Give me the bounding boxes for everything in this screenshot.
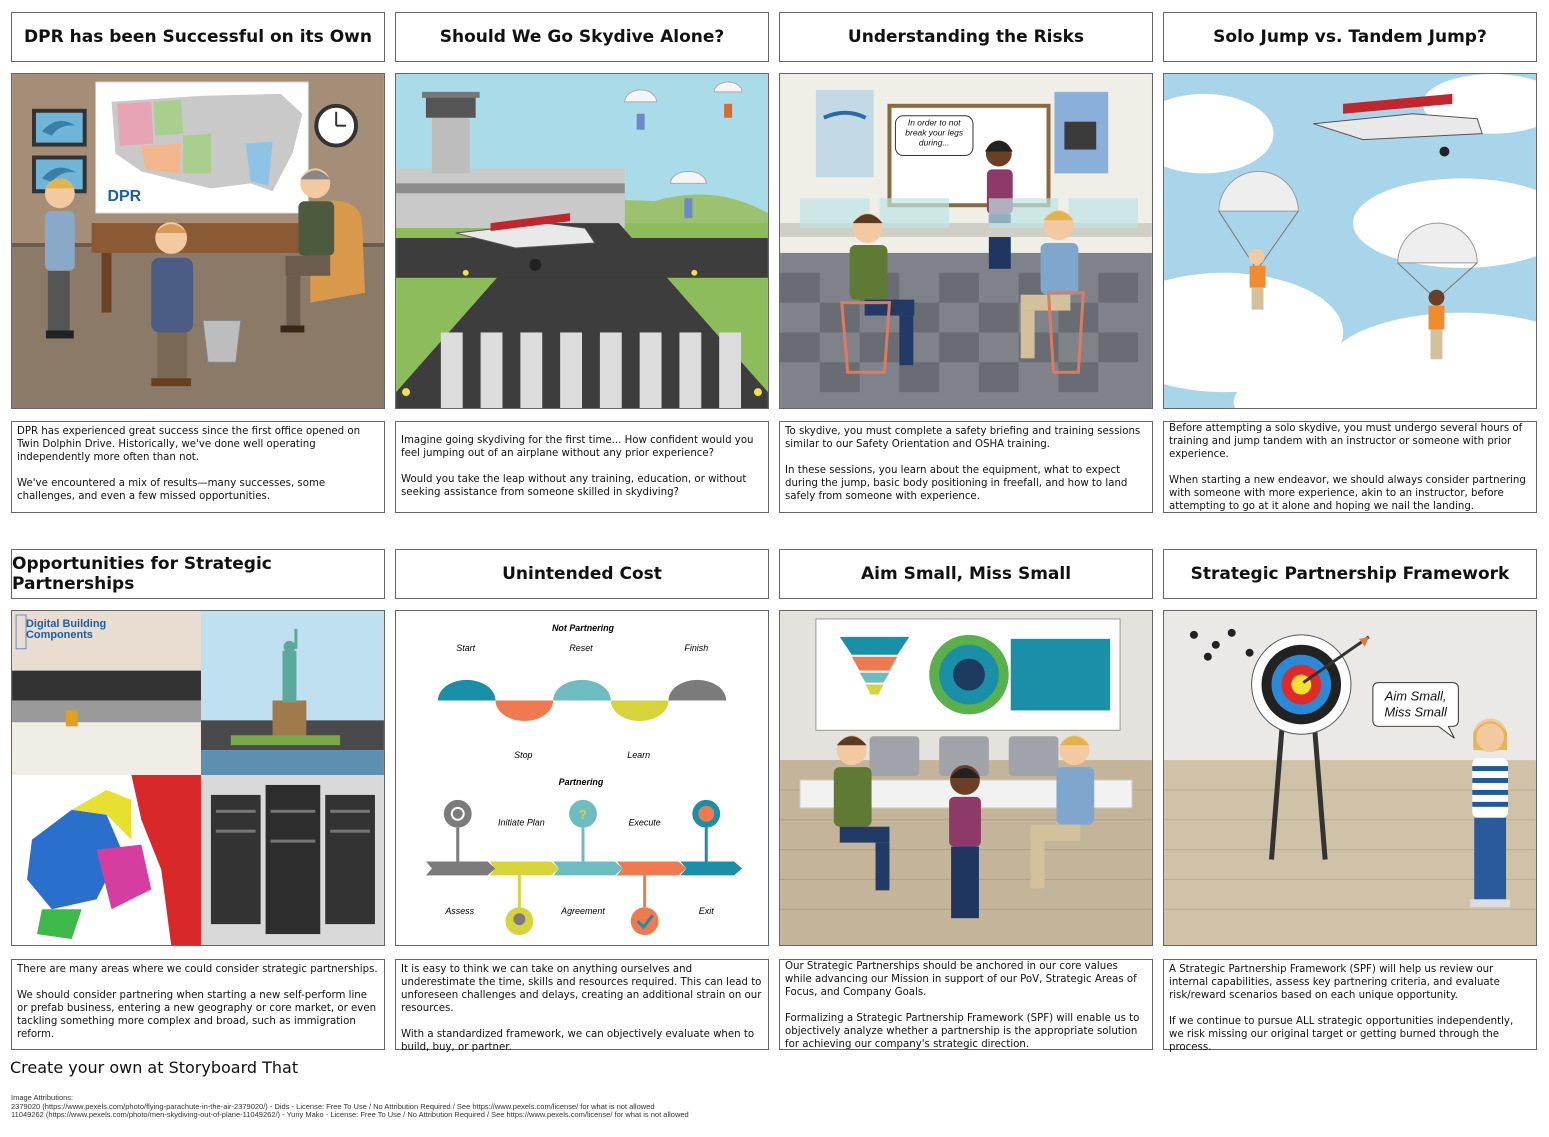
label-start: Start — [456, 643, 475, 653]
panel-1-title: DPR has been Successful on its Own — [11, 12, 385, 62]
panel-8-text: A Strategic Partnership Framework (SPF) … — [1163, 959, 1537, 1053]
dbc-logo: Digital Building Components — [15, 614, 106, 650]
label-initiate-plan: Initiate Plan — [498, 818, 545, 828]
meeting-illustration — [780, 611, 1152, 945]
process-diagram: Not Partnering Start Reset Finish Stop L… — [396, 611, 768, 945]
label-assess: Assess — [444, 906, 474, 916]
panel-8-scene: Aim Small, Miss Small — [1163, 610, 1537, 946]
panel-3-text: To skydive, you must complete a safety b… — [779, 421, 1153, 513]
target-illustration: Aim Small, Miss Small — [1164, 611, 1536, 945]
collage-illustration: Digital Building Components — [12, 611, 384, 945]
image-attributions: Image Attributions: 2379020 (https://www… — [11, 1093, 689, 1120]
label-finish: Finish — [684, 643, 708, 653]
not-partnering-heading: Not Partnering — [552, 623, 615, 633]
label-stop: Stop — [514, 750, 532, 760]
label-learn: Learn — [627, 750, 650, 760]
target-icon — [443, 799, 472, 828]
panel-5-scene: Digital Building Components — [11, 610, 385, 946]
question-icon — [569, 799, 597, 828]
label-reset: Reset — [569, 643, 593, 653]
label-exit: Exit — [699, 906, 714, 916]
svg-text:DPR: DPR — [108, 188, 142, 205]
speech-bubble: Aim Small, Miss Small — [1372, 682, 1459, 739]
speech-bubble: In order to not break your legs during..… — [894, 115, 974, 157]
panel-5-title: Opportunities for Strategic Partnerships — [11, 549, 385, 599]
panel-4-text: Before attempting a solo skydive, you mu… — [1163, 421, 1537, 513]
panel-2-title: Should We Go Skydive Alone? — [395, 12, 769, 62]
airport-illustration — [396, 74, 768, 408]
panel-4-title: Solo Jump vs. Tandem Jump? — [1163, 12, 1537, 62]
panel-3-scene: In order to not break your legs during..… — [779, 73, 1153, 409]
panel-6-title: Unintended Cost — [395, 549, 769, 599]
panel-3-title: Understanding the Risks — [779, 12, 1153, 62]
panel-5-text: There are many areas where we could cons… — [11, 959, 385, 1050]
panel-1-scene: DPR — [11, 73, 385, 409]
svg-text:?: ? — [579, 807, 587, 822]
panel-7-text: Our Strategic Partnerships should be anc… — [779, 959, 1153, 1050]
label-agreement: Agreement — [560, 906, 605, 916]
partnering-heading: Partnering — [559, 777, 604, 787]
label-execute: Execute — [628, 818, 660, 828]
checkmark-icon — [630, 907, 659, 936]
panel-4-scene — [1163, 73, 1537, 409]
bullseye-target — [1251, 634, 1352, 735]
dpr-logo: DPR — [108, 188, 142, 205]
panel-8-title: Strategic Partnership Framework — [1163, 549, 1537, 599]
panel-1-text: DPR has experienced great success since … — [11, 421, 385, 513]
panel-2-text: Imagine going skydiving for the first ti… — [395, 421, 769, 513]
panel-7-scene — [779, 610, 1153, 946]
arrow — [1302, 635, 1370, 684]
partnering-timeline — [425, 861, 743, 876]
create-your-own-link[interactable]: Create your own at Storyboard That — [10, 1058, 299, 1077]
panel-2-scene — [395, 73, 769, 409]
classroom-illustration: In order to not break your legs during..… — [780, 74, 1152, 408]
panel-7-title: Aim Small, Miss Small — [779, 549, 1153, 599]
sky-illustration — [1164, 74, 1536, 408]
panel-6-scene: Not Partnering Start Reset Finish Stop L… — [395, 610, 769, 946]
panel-6-text: It is easy to think we can take on anyth… — [395, 959, 769, 1053]
office-illustration: DPR — [12, 74, 384, 408]
